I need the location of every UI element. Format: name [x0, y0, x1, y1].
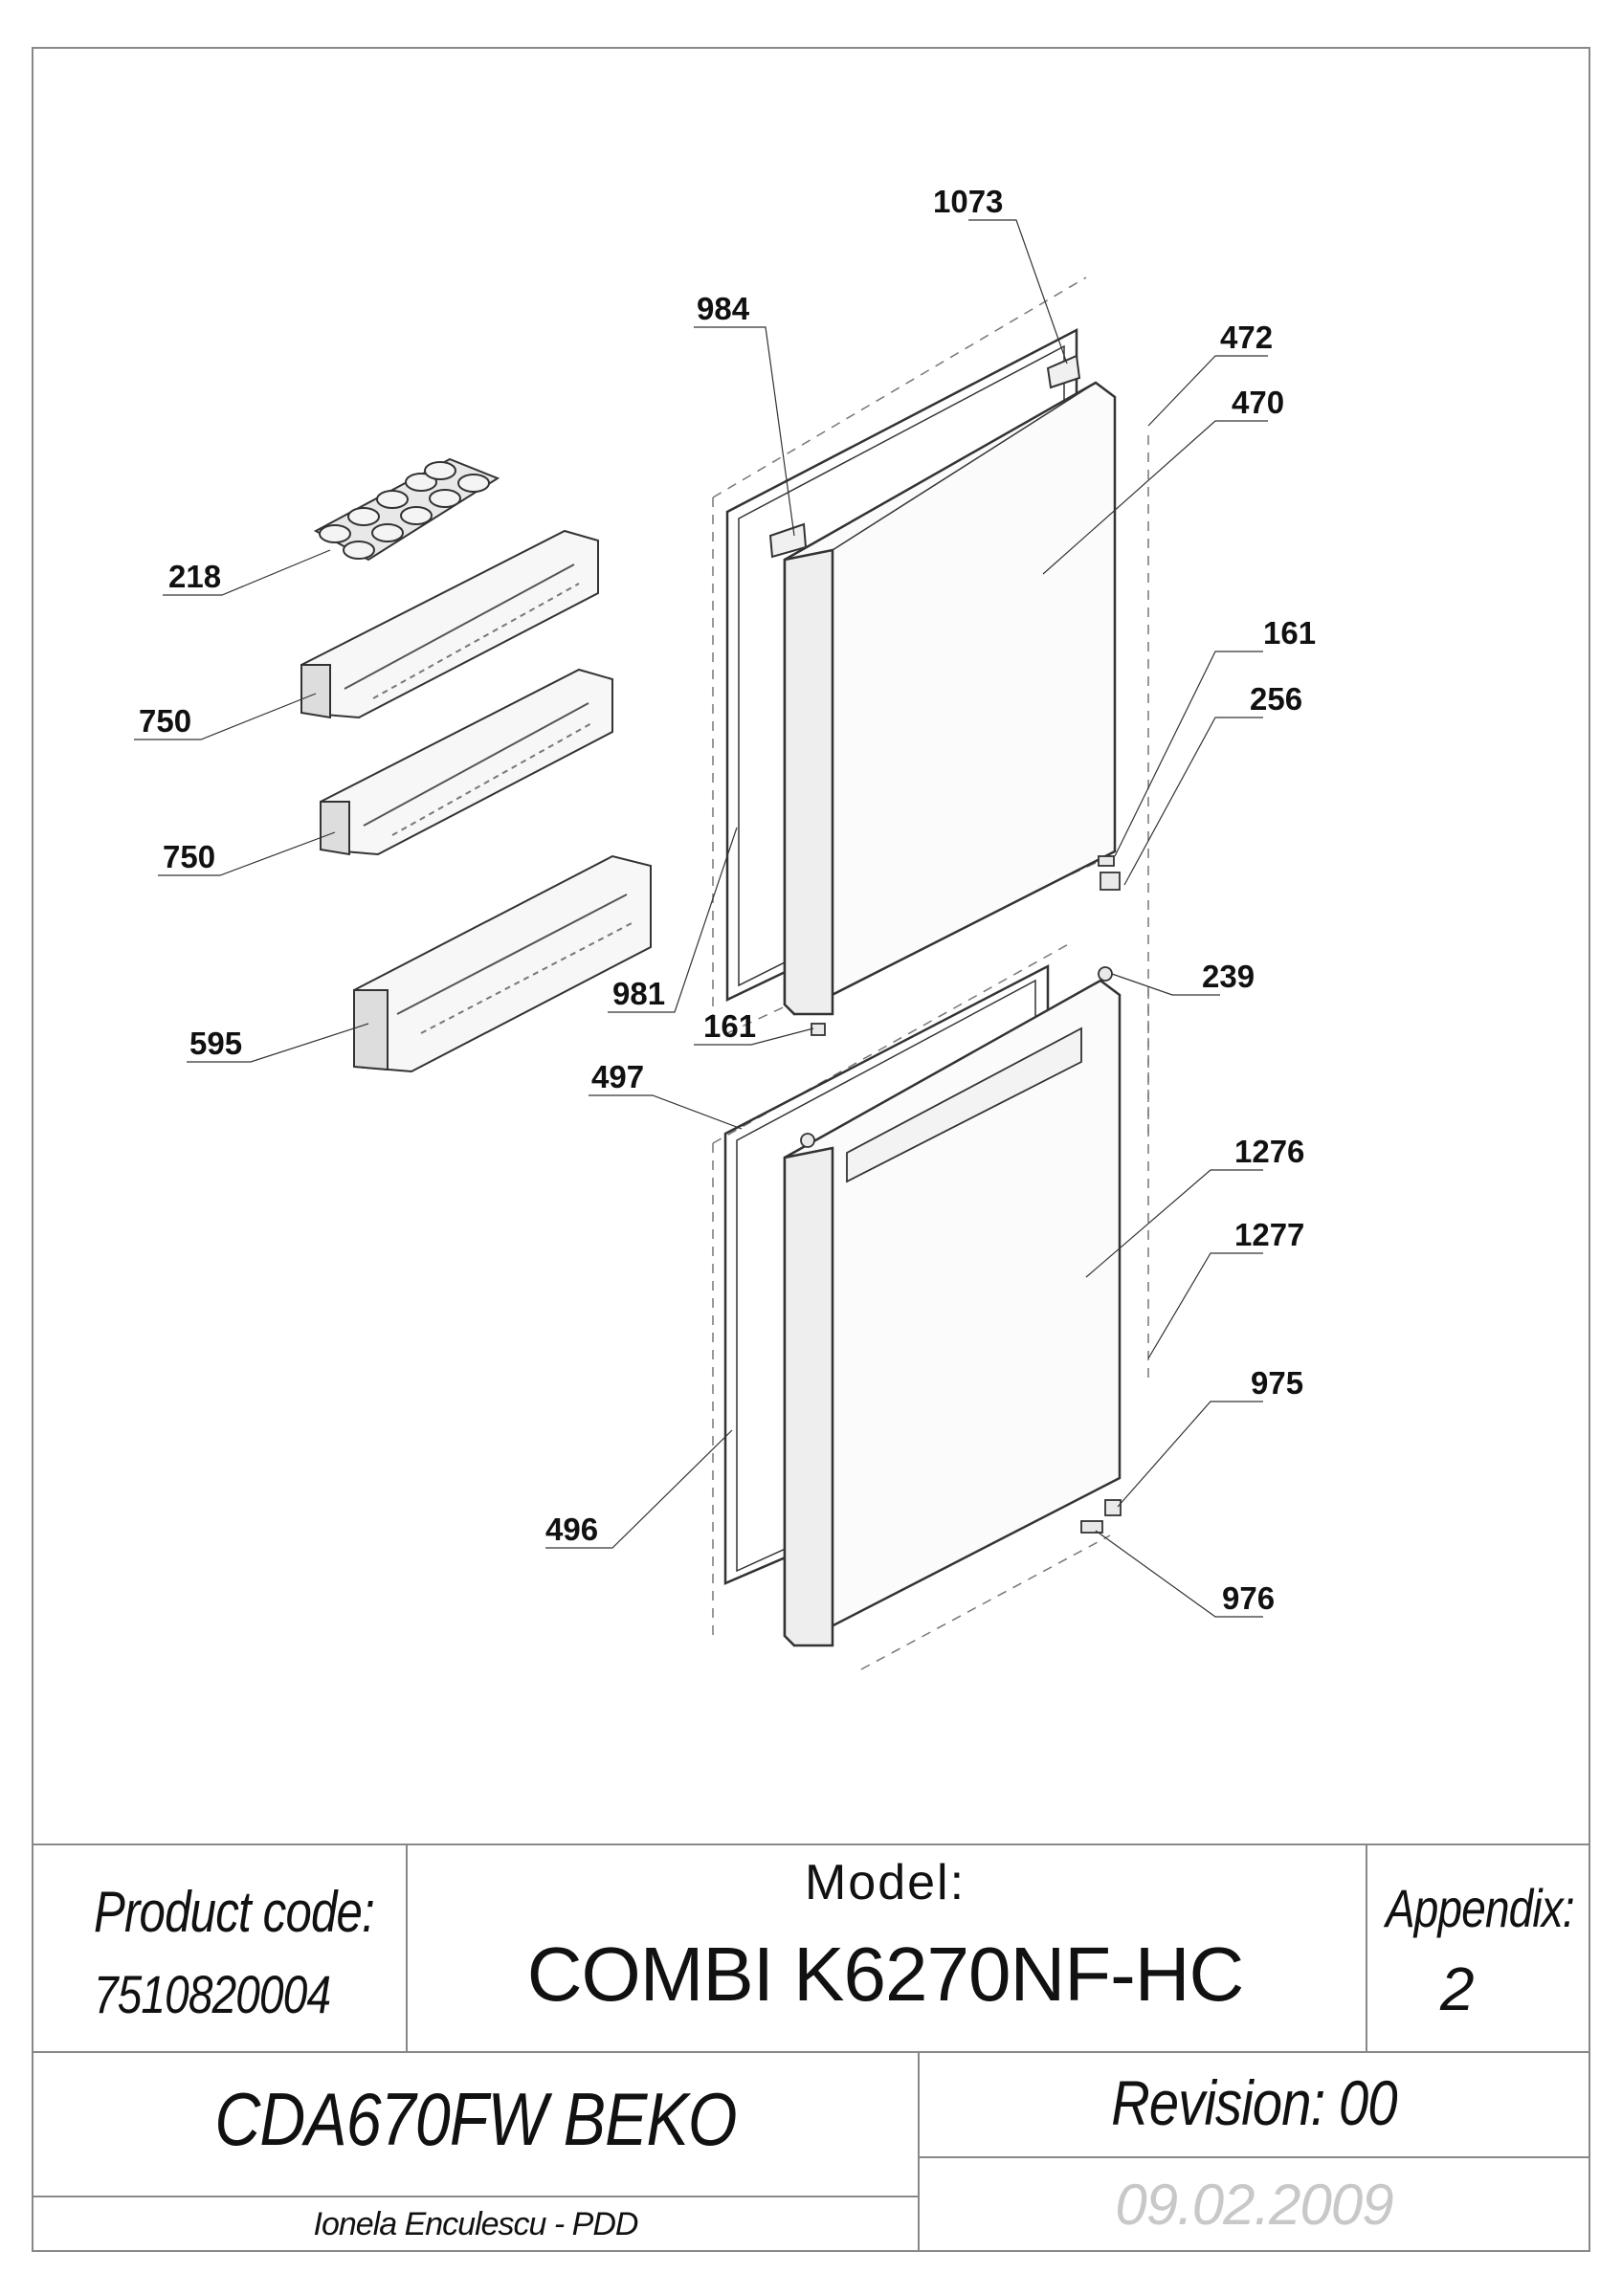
- upper-door-panel: [783, 381, 1117, 1016]
- callout-981: 981: [612, 976, 665, 1011]
- callout-218: 218: [168, 559, 221, 594]
- drawing-date: 09.02.2009: [1115, 2173, 1393, 2237]
- door-shelf-middle: [320, 668, 613, 856]
- callout-161-lower: 161: [703, 1008, 756, 1044]
- variant-name: CDA670FW BEKO: [214, 2077, 737, 2161]
- callout-750-upper: 750: [139, 703, 191, 739]
- lower-door-guides: [712, 941, 1149, 1670]
- callout-595: 595: [189, 1026, 242, 1061]
- title-block-grid: [33, 1843, 1589, 2251]
- product-code-value: 7510820004: [94, 1964, 331, 2024]
- product-code-label: Product code:: [94, 1880, 375, 1944]
- egg-tray: [313, 457, 500, 562]
- lower-door-panel: [783, 979, 1122, 1647]
- callout-750-middle: 750: [163, 839, 215, 874]
- author: Ionela Enculescu - PDD: [313, 2206, 639, 2242]
- callout-1073: 1073: [933, 184, 1003, 219]
- upper-door-top-cover: [1046, 354, 1081, 389]
- door-shelf-lower: [353, 854, 652, 1073]
- model-value: COMBI K6270NF-HC: [526, 1932, 1245, 2017]
- leader-lines: [134, 219, 1268, 1618]
- appendix-value: 2: [1440, 1954, 1475, 2023]
- callout-1276: 1276: [1234, 1134, 1304, 1169]
- callout-976: 976: [1222, 1580, 1275, 1616]
- callout-496: 496: [545, 1512, 598, 1547]
- lower-hinge-parts: [800, 1133, 1122, 1534]
- callout-984: 984: [697, 291, 750, 326]
- callout-256: 256: [1250, 681, 1302, 717]
- middle-hinge-parts: [811, 855, 1121, 1036]
- callout-161-upper: 161: [1263, 615, 1316, 651]
- callout-975: 975: [1251, 1365, 1303, 1401]
- callout-472: 472: [1220, 320, 1273, 355]
- appendix-label: Appendix:: [1386, 1878, 1575, 1938]
- revision: Revision: 00: [1111, 2067, 1397, 2138]
- callout-497: 497: [591, 1059, 644, 1094]
- door-shelf-upper: [300, 529, 599, 719]
- callout-239: 239: [1202, 959, 1255, 994]
- model-label: Model:: [804, 1855, 967, 1910]
- callout-1277: 1277: [1234, 1217, 1304, 1252]
- sheet-border: [32, 47, 1590, 2252]
- callout-470: 470: [1232, 385, 1284, 420]
